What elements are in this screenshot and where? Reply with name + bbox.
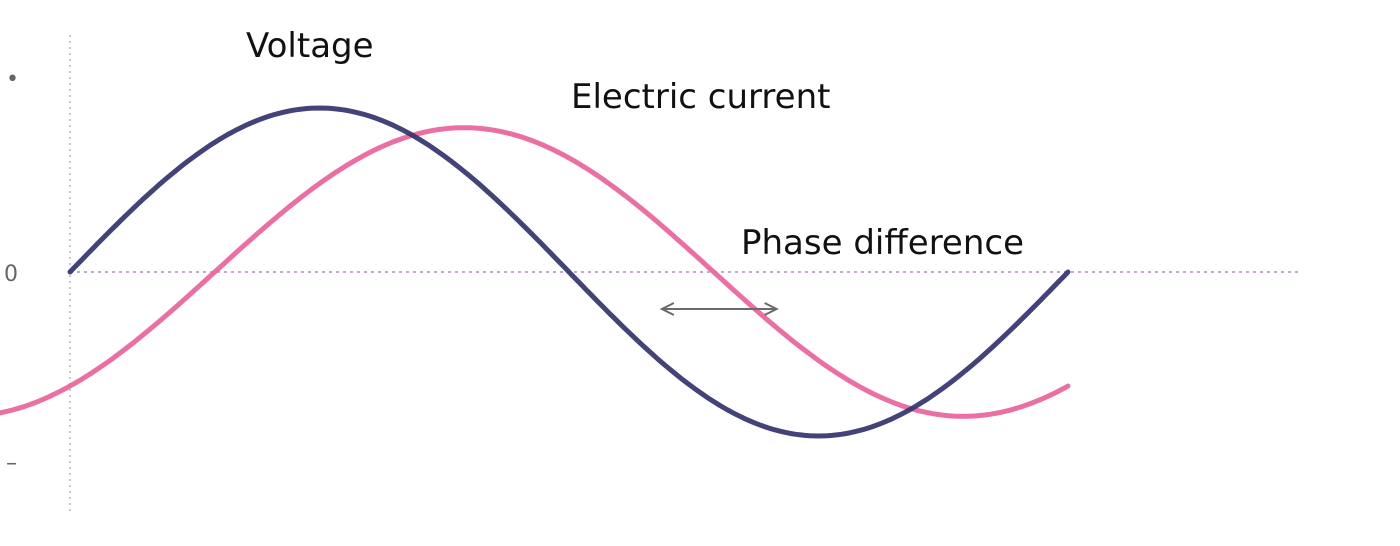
y-tick-bottom: – bbox=[6, 451, 17, 476]
current-wave bbox=[0, 125, 1071, 419]
current-label: Electric current bbox=[571, 77, 830, 117]
phase-arrowhead-right bbox=[764, 302, 779, 316]
y-tick-top: • bbox=[6, 67, 19, 92]
phase-difference-label: Phase difference bbox=[741, 223, 1024, 263]
voltage-wave bbox=[67, 105, 1071, 439]
voltage-label: Voltage bbox=[246, 26, 374, 66]
phase-difference-arrow bbox=[659, 302, 779, 316]
phase-arrowhead-left bbox=[659, 302, 675, 316]
y-tick-zero: 0 bbox=[4, 262, 18, 287]
